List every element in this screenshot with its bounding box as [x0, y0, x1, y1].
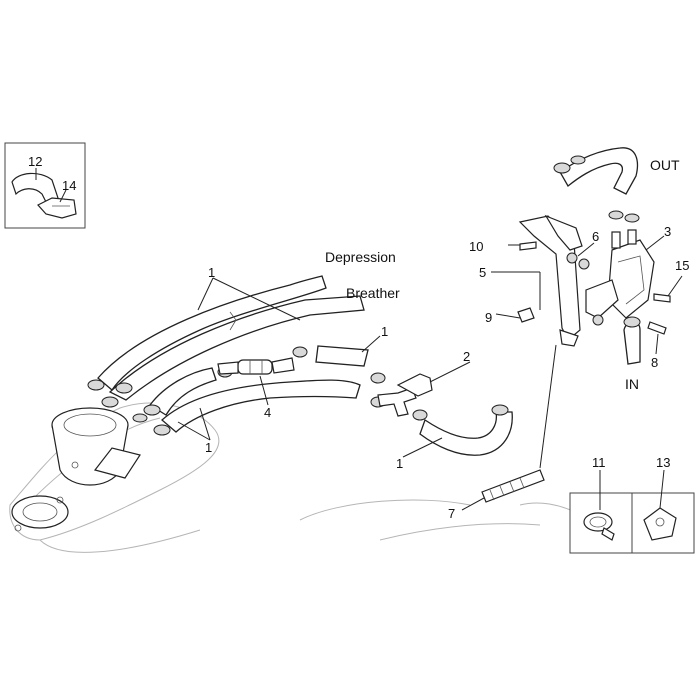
callout-3: 3: [664, 224, 671, 239]
callout-7: 7: [448, 506, 455, 521]
callouts: 1 1 1 1 2 3 4 5 6 7 8 9 10 15: [205, 224, 689, 521]
fuel-filter: [217, 357, 295, 375]
label-depression: Depression: [325, 249, 396, 265]
callout-12: 12: [28, 154, 42, 169]
label-breather: Breather: [346, 285, 400, 301]
callout-1-lower-right: 1: [396, 456, 403, 471]
callout-15: 15: [675, 258, 689, 273]
inset-box-11-13: 11 13: [569, 455, 695, 554]
label-in: IN: [625, 376, 639, 392]
callout-9: 9: [485, 310, 492, 325]
pump-bracket: [518, 214, 619, 347]
lower-hoses: [149, 345, 513, 456]
callout-1-middle: 1: [381, 324, 388, 339]
filler-neck: [11, 407, 141, 532]
leader-lines: [177, 235, 683, 511]
outlet-hose: [553, 147, 640, 223]
callout-6: 6: [592, 229, 599, 244]
inset-box-12-14: 12 14: [4, 142, 86, 229]
callout-8: 8: [651, 355, 658, 370]
callout-4: 4: [264, 405, 271, 420]
callout-1-upper: 1: [208, 265, 215, 280]
control-rod: [481, 344, 557, 503]
callout-14: 14: [62, 178, 76, 193]
t-junction: [377, 373, 433, 417]
callout-13: 13: [656, 455, 670, 470]
hose-clamps: [87, 346, 509, 436]
fasteners: [517, 241, 671, 335]
callout-1-lower-left: 1: [205, 440, 212, 455]
callout-10: 10: [469, 239, 483, 254]
word-labels: Depression Breather OUT IN: [325, 157, 680, 392]
fuel-pump: [607, 229, 655, 365]
callout-5: 5: [479, 265, 486, 280]
callout-2: 2: [463, 349, 470, 364]
label-out: OUT: [650, 157, 680, 173]
callout-11: 11: [592, 455, 606, 470]
